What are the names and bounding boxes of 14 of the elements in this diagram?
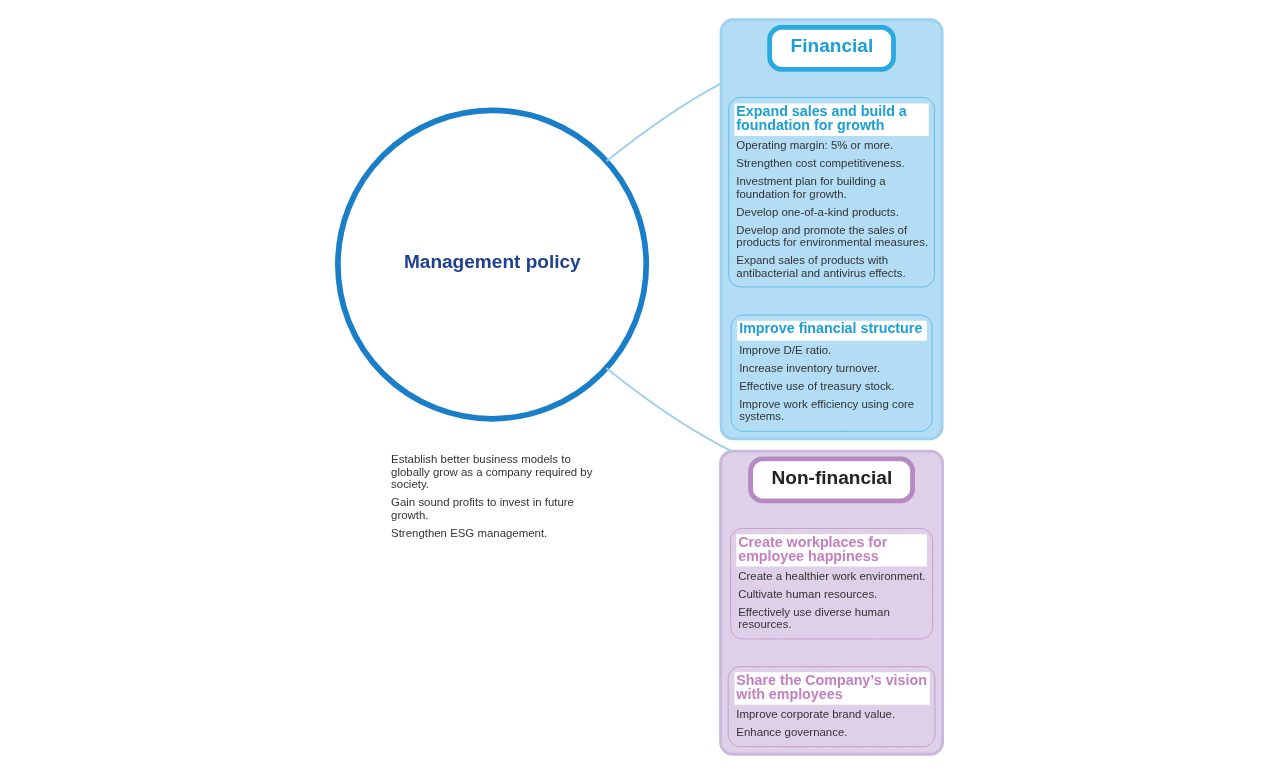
node-box: Improve financial structure Improve D/E ratio. Increase inventory turnover. Effective use of treasury stock. Improve work efficiency using core systems.: [730, 314, 933, 432]
cluster: [718, 449, 944, 756]
node-circle: Management policy: [334, 107, 649, 422]
node-box: Non-financial: [747, 456, 915, 504]
connector: [605, 82, 722, 162]
node-box: Financial: [766, 25, 896, 72]
node-box: Create workplaces for employee happiness Create a healthier work environment. Cultivate human resources. Effectively use diverse human resources.: [729, 528, 933, 640]
node-box: Expand sales and build a foundation for growth Operating margin: 5% or more. Strengthen cost competitiveness. Investment plan for building a foundation for growth. Develop one-of-a-kind products. Develop and promote the sales of products for environmental measures. Expand sales of products with antibacterial and antivirus effects.: [727, 96, 935, 288]
node-box: Share the Company’s vision with employees Improve corporate brand value. Enhance governance.: [727, 666, 935, 748]
node-label: Strengthen ESG management.: [390, 526, 547, 539]
cluster: [719, 18, 943, 441]
connector: [605, 367, 733, 453]
node-label: Establish better business models to globally grow as a company required by society.: [390, 453, 592, 491]
node-label: Gain sound profits to invest in future growth.: [390, 496, 574, 521]
